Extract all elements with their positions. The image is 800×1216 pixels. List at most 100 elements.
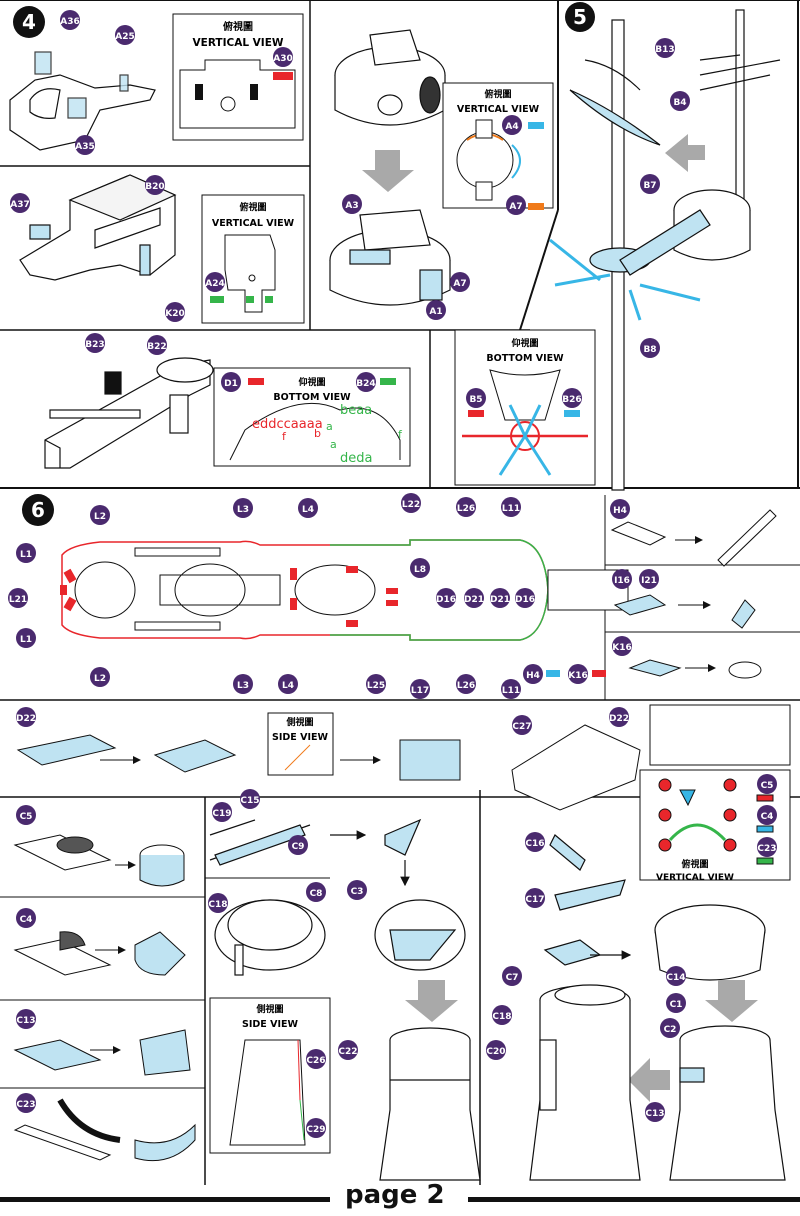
svg-text:C14: C14 xyxy=(666,973,685,983)
part-label-A35: A35 xyxy=(75,135,95,155)
svg-text:D16: D16 xyxy=(436,595,456,605)
svg-text:L22: L22 xyxy=(402,500,420,510)
part-label-B20: B20 xyxy=(145,175,165,195)
deck-c27-drawing: 俯視圖 VERTICAL VIEW xyxy=(511,704,791,883)
svg-text:C7: C7 xyxy=(506,973,519,983)
svg-text:C23: C23 xyxy=(757,844,776,854)
svg-text:b: b xyxy=(314,427,321,440)
part-label-C1: C1 xyxy=(666,993,686,1013)
part-label-L11a: L11 xyxy=(501,497,521,517)
c23-row xyxy=(13,1098,196,1162)
left-arrow-step5 xyxy=(665,134,705,172)
svg-text:A36: A36 xyxy=(60,17,80,27)
down-arrow-step4 xyxy=(362,150,414,192)
svg-text:D22: D22 xyxy=(16,714,36,724)
part-label-L3a: L3 xyxy=(233,498,253,518)
part-label-A30: A30 xyxy=(273,47,293,67)
svg-text:B5: B5 xyxy=(469,395,482,405)
part-label-C23b: C23 xyxy=(16,1093,36,1113)
part-label-B4: B4 xyxy=(670,91,690,111)
part-label-B26: B26 xyxy=(562,388,582,408)
svg-text:C26: C26 xyxy=(306,1056,325,1066)
part-label-C3: C3 xyxy=(347,880,367,900)
part-label-L4a: L4 xyxy=(298,498,318,518)
svg-text:C5: C5 xyxy=(761,781,774,791)
svg-text:L4: L4 xyxy=(302,505,314,515)
svg-text:C5: C5 xyxy=(20,812,33,822)
part-label-K16a: K16 xyxy=(568,664,588,684)
part-label-C13a: C13 xyxy=(16,1009,36,1029)
part-label-D22b: D22 xyxy=(609,707,629,727)
part-label-L17: L17 xyxy=(410,679,430,699)
svg-text:a: a xyxy=(326,420,333,433)
part-label-B23: B23 xyxy=(85,333,105,353)
svg-text:B20: B20 xyxy=(145,182,164,192)
step-number-4: 4 xyxy=(13,6,45,38)
part-label-C18b: C18 xyxy=(492,1005,512,1025)
svg-text:5: 5 xyxy=(573,5,587,29)
part-label-L2b: L2 xyxy=(90,667,110,687)
svg-text:D1: D1 xyxy=(224,379,238,389)
svg-text:SIDE VIEW: SIDE VIEW xyxy=(272,732,328,743)
svg-text:L1: L1 xyxy=(20,550,32,560)
bridge-deck-drawing xyxy=(9,51,156,151)
svg-text:D16: D16 xyxy=(515,595,535,605)
part-label-H4b: H4 xyxy=(523,664,543,684)
part-label-K16b: K16 xyxy=(612,636,632,656)
step-number-6: 6 xyxy=(22,494,54,526)
part-label-B5: B5 xyxy=(466,388,486,408)
vertical-view-box-a4: 俯視圖 VERTICAL VIEW xyxy=(442,82,554,210)
svg-text:4: 4 xyxy=(22,10,36,34)
part-label-C4a: C4 xyxy=(757,805,777,825)
part-label-C4b: C4 xyxy=(16,908,36,928)
part-label-L2a: L2 xyxy=(90,505,110,525)
svg-text:6: 6 xyxy=(31,498,45,522)
part-label-C7: C7 xyxy=(502,966,522,986)
svg-text:L3: L3 xyxy=(237,681,249,691)
part-label-L21: L21 xyxy=(8,588,28,608)
svg-text:L25: L25 xyxy=(367,681,385,691)
svg-text:A4: A4 xyxy=(505,122,518,132)
svg-text:L2: L2 xyxy=(94,512,106,522)
svg-text:C17: C17 xyxy=(525,895,544,905)
part-label-A1: A1 xyxy=(426,300,446,320)
svg-text:B4: B4 xyxy=(673,98,686,108)
part-label-L8: L8 xyxy=(410,558,430,578)
svg-text:L2: L2 xyxy=(94,674,106,684)
svg-text:B26: B26 xyxy=(562,395,581,405)
svg-text:側視圖: 側視圖 xyxy=(285,716,313,728)
part-label-C27: C27 xyxy=(512,715,532,735)
funnel-c16-drawing xyxy=(543,834,766,981)
svg-text:VERTICAL VIEW: VERTICAL VIEW xyxy=(212,218,295,229)
svg-text:beaa: beaa xyxy=(340,403,372,418)
svg-text:C27: C27 xyxy=(512,722,531,732)
svg-text:C15: C15 xyxy=(240,796,259,806)
svg-text:A3: A3 xyxy=(345,201,358,211)
svg-text:俯視圖: 俯視圖 xyxy=(223,20,253,33)
part-label-C2: C2 xyxy=(660,1018,680,1038)
step-4-section xyxy=(0,0,800,489)
svg-text:D21: D21 xyxy=(464,595,484,605)
part-label-I16: I16 xyxy=(612,569,632,589)
svg-text:BOTTOM VIEW: BOTTOM VIEW xyxy=(486,353,564,364)
svg-text:B7: B7 xyxy=(643,181,656,191)
part-label-D21a: D21 xyxy=(464,588,484,608)
svg-text:I16: I16 xyxy=(614,576,630,586)
svg-text:B23: B23 xyxy=(85,340,104,350)
part-label-L26a: L26 xyxy=(456,497,476,517)
part-label-L22: L22 xyxy=(401,493,421,513)
svg-text:俯視圖: 俯視圖 xyxy=(239,201,266,213)
svg-text:C8: C8 xyxy=(310,889,323,899)
part-label-C20: C20 xyxy=(486,1040,506,1060)
part-label-C26: C26 xyxy=(306,1049,326,1069)
svg-text:C16: C16 xyxy=(525,839,544,849)
svg-text:L26: L26 xyxy=(457,504,475,514)
down-arrow-left-funnel xyxy=(405,980,458,1022)
svg-text:C4: C4 xyxy=(20,915,33,925)
svg-text:仰視圖: 仰視圖 xyxy=(511,337,538,349)
svg-text:B8: B8 xyxy=(643,345,656,355)
part-label-D22a: D22 xyxy=(16,707,36,727)
svg-text:deda: deda xyxy=(340,451,372,466)
svg-text:L11: L11 xyxy=(502,686,520,696)
svg-text:L21: L21 xyxy=(9,595,27,605)
